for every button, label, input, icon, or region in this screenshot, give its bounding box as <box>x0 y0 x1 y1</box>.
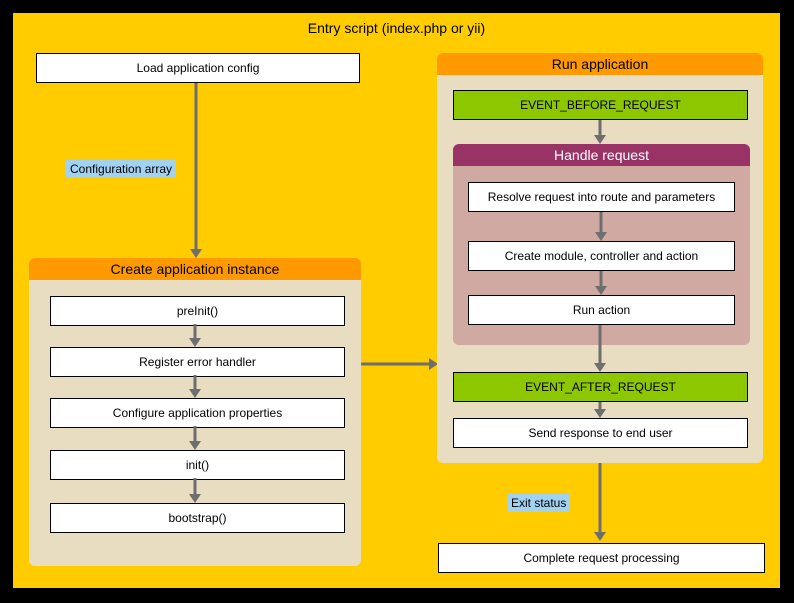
section-title-handle-request: Handle request <box>453 144 750 166</box>
arrow-down-icon <box>594 120 606 144</box>
arrow-head <box>429 358 438 370</box>
arrow-head <box>190 249 202 258</box>
page-title: Entry script (index.php or yii) <box>307 20 486 36</box>
arrow-right-icon <box>361 358 438 370</box>
node-event-after-request: EVENT_AFTER_REQUEST <box>453 372 748 402</box>
node-configure-application-properties: Configure application properties <box>50 398 345 428</box>
arrow-down-icon <box>594 325 606 372</box>
arrow-down-config-icon <box>190 83 202 258</box>
label-configuration-array: Configuration array <box>66 160 177 178</box>
arrow-down-icon <box>595 212 607 241</box>
node-run-action: Run action <box>468 295 735 325</box>
node-preinit: preInit() <box>50 296 345 326</box>
node-resolve-request: Resolve request into route and parameter… <box>468 182 735 212</box>
arrow-down-icon <box>189 375 201 398</box>
section-create-application-instance: Create application instance preInit() Re… <box>29 258 361 566</box>
node-create-module-controller-action: Create module, controller and action <box>468 241 735 271</box>
node-init: init() <box>50 450 345 480</box>
label-exit-status: Exit status <box>507 494 571 512</box>
arrow-head <box>594 532 606 541</box>
arrow-down-icon <box>189 426 201 450</box>
arrow-down-icon <box>189 324 201 347</box>
arrow-shaft <box>598 463 602 533</box>
node-event-before-request: EVENT_BEFORE_REQUEST <box>453 90 748 120</box>
entry-script-board: Entry script (index.php or yii) Load app… <box>13 13 780 588</box>
arrow-shaft <box>361 362 430 366</box>
section-run-application: Run application EVENT_BEFORE_REQUEST Han… <box>437 53 763 463</box>
arrow-down-icon <box>594 402 606 418</box>
node-bootstrap: bootstrap() <box>50 503 345 533</box>
section-handle-request: Handle request Resolve request into rout… <box>453 144 750 345</box>
section-title-create-application-instance: Create application instance <box>29 258 361 280</box>
node-send-response: Send response to end user <box>453 418 748 448</box>
arrow-down-exit-icon <box>594 463 606 541</box>
section-title-run-application: Run application <box>437 53 763 75</box>
node-register-error-handler: Register error handler <box>50 347 345 377</box>
arrow-shaft <box>194 83 198 250</box>
arrow-down-icon <box>595 271 607 295</box>
node-complete-request-processing: Complete request processing <box>438 543 765 573</box>
arrow-down-icon <box>189 478 201 503</box>
node-load-application-config: Load application config <box>36 53 360 83</box>
